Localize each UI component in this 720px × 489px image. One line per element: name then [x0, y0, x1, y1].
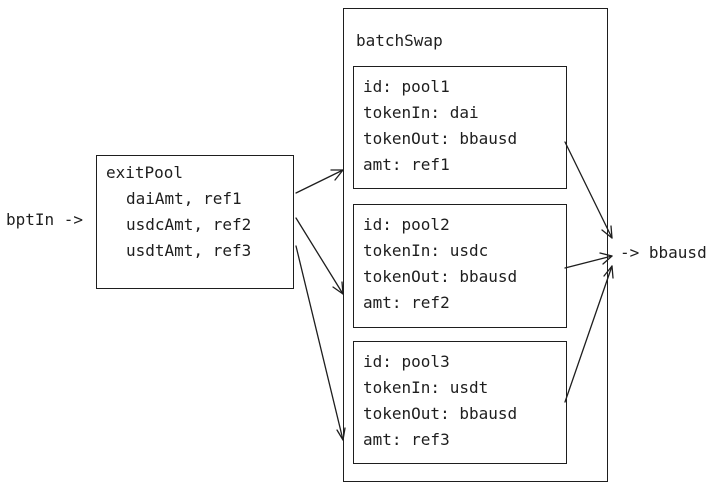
swap-2-token-in: tokenIn: usdc	[363, 241, 489, 260]
swap-2-amt: amt: ref2	[363, 293, 450, 312]
output-label: -> bbausd	[620, 243, 707, 262]
swap-1-id: id: pool1	[363, 77, 450, 96]
swap-1-amt: amt: ref1	[363, 155, 450, 174]
swap-1-token-out: tokenOut: bbausd	[363, 129, 518, 148]
arrow-exit-to-pool3	[295, 245, 346, 441]
exit-pool-line-dai: daiAmt, ref1	[126, 189, 242, 208]
arrow-exit-to-pool2	[295, 217, 344, 295]
swap-1-token-in: tokenIn: dai	[363, 103, 479, 122]
swap-box-pool1	[353, 66, 567, 189]
batch-swap-title: batchSwap	[356, 31, 443, 50]
exit-pool-line-usdt: usdtAmt, ref3	[126, 241, 252, 260]
exit-pool-title: exitPool	[106, 163, 184, 182]
swap-2-token-out: tokenOut: bbausd	[363, 267, 518, 286]
swap-3-id: id: pool3	[363, 352, 450, 371]
swap-3-token-out: tokenOut: bbausd	[363, 404, 518, 423]
swap-3-token-in: tokenIn: usdt	[363, 378, 489, 397]
input-label: bptIn ->	[6, 210, 84, 229]
swap-2-id: id: pool2	[363, 215, 450, 234]
arrow-exit-to-pool1	[295, 169, 344, 194]
exit-pool-line-usdc: usdcAmt, ref2	[126, 215, 252, 234]
swap-3-amt: amt: ref3	[363, 430, 450, 449]
exit-pool-box	[96, 155, 294, 289]
